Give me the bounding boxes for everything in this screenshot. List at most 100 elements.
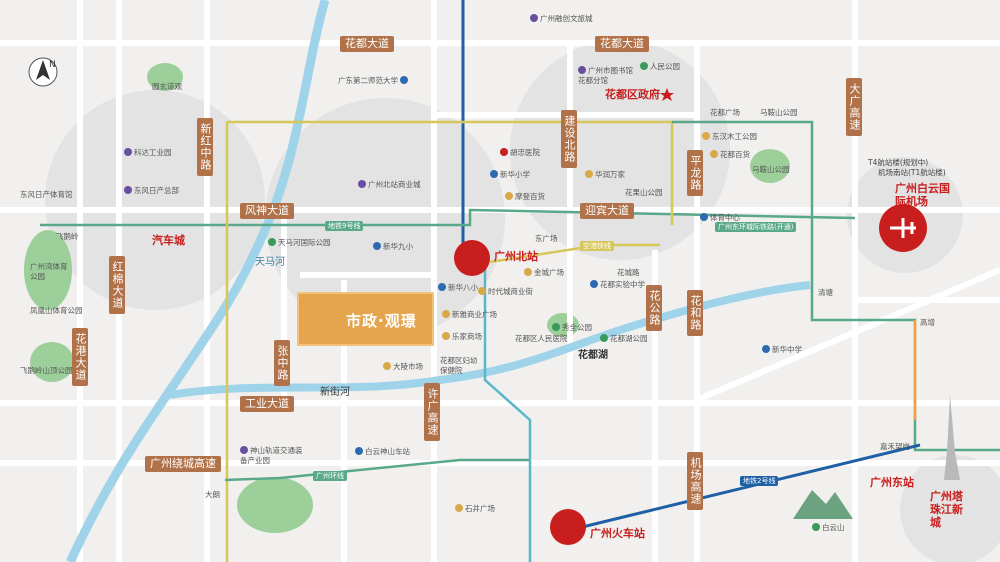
station-item[interactable]: 花城路: [617, 268, 640, 277]
station-item[interactable]: 飞鹅岭: [56, 232, 79, 241]
road-label-pinglong: 平龙路: [687, 150, 703, 196]
poi-item[interactable]: 广州融创文旅城: [530, 14, 593, 24]
poi-item[interactable]: 广州市图书馆花都分馆: [578, 66, 633, 85]
park-area: [30, 342, 74, 382]
poi-item[interactable]: 石井广场: [455, 504, 495, 514]
poi-item[interactable]: 飞鹅岭山顶公园: [20, 366, 73, 375]
poi-item[interactable]: 广州湾体育公园: [30, 262, 68, 281]
road-label-xuguang: 许广高速: [424, 383, 440, 441]
kongang-line-label: 空港快线: [580, 241, 614, 251]
poi-item[interactable]: 时代城商业街: [478, 287, 533, 297]
line2-label: 地铁2号线: [740, 476, 779, 486]
road-label-huahe: 花和路: [687, 290, 703, 336]
road-label-hongmian: 红棉大道: [109, 256, 125, 314]
poi-item[interactable]: 新华中学: [762, 345, 802, 355]
road-label-huagang: 花港大道: [72, 328, 88, 386]
compass-letter: N: [49, 60, 56, 70]
airport-line-label: 广州东环城际铁路(开通): [715, 222, 797, 232]
district-halo: [900, 455, 1000, 562]
poi-item[interactable]: 花都区妇幼保健院: [440, 356, 478, 375]
car-city-label: 汽车城: [152, 234, 185, 247]
gov-star-icon: [660, 88, 674, 101]
poi-item[interactable]: 新雅商业广场: [442, 310, 497, 320]
poi-item[interactable]: 花都百货: [710, 150, 750, 160]
poi-item[interactable]: 马鞍山公园: [752, 165, 790, 174]
road-label-huadu-ave-e: 花都大道: [595, 36, 649, 52]
airport-label: 广州白云国际机场: [895, 182, 950, 208]
station-item[interactable]: 大朗: [205, 490, 220, 499]
poi-item[interactable]: 新华八小: [438, 283, 478, 293]
poi-item[interactable]: 华润万家: [585, 170, 625, 180]
road-label-dagang: 大广高速: [846, 78, 862, 136]
huadu-lake-label: 花都湖: [578, 350, 608, 361]
poi-item[interactable]: 东风日产总部: [124, 186, 179, 196]
baiyun-mountain-icon: [793, 490, 853, 519]
road-label-yingbin: 迎宾大道: [580, 203, 634, 219]
train-station-marker: [550, 509, 586, 545]
road-label-xinhong: 新红中路: [197, 118, 213, 176]
poi-item[interactable]: 马鞍山公园: [760, 108, 798, 117]
terminal-note: T4航站楼(规划中): [868, 158, 929, 167]
poi-item[interactable]: 白云神山车站: [355, 447, 410, 457]
poi-item[interactable]: 东广场: [535, 234, 558, 243]
poi-item[interactable]: 科达工业园: [124, 148, 172, 158]
park-area: [147, 63, 183, 91]
road-label-huadu-ave-w: 花都大道: [340, 36, 394, 52]
poi-item[interactable]: 花都实验中学: [590, 280, 645, 290]
train-station-label: 广州火车站: [590, 527, 645, 540]
canton-tower-label: 广州塔珠江新城: [930, 490, 963, 529]
north-station-label: 广州北站: [494, 250, 538, 263]
poi-item[interactable]: 花都湖公园: [600, 334, 648, 344]
north-station-marker: [454, 240, 490, 276]
poi-item[interactable]: 花都广场: [710, 108, 740, 117]
park-area: [237, 477, 313, 533]
poi-item[interactable]: 秀全公园: [552, 323, 592, 333]
poi-item[interactable]: 广州北站商业城: [358, 180, 421, 190]
poi-item[interactable]: 大陵市场: [383, 362, 423, 372]
road-label-zhangmin: 张中路: [274, 340, 290, 386]
station-item[interactable]: 清塘: [818, 288, 833, 297]
poi-item[interactable]: 新华小学: [490, 170, 530, 180]
road-label-fengshen: 风神大道: [240, 203, 294, 219]
poi-item[interactable]: 圆玄道观: [152, 82, 182, 91]
poi-item[interactable]: 东汉木工公园: [702, 132, 757, 142]
xinjie-river: [169, 281, 811, 399]
tianma-river-label: 天马河: [255, 257, 285, 268]
park-area: [24, 230, 72, 310]
poi-item[interactable]: 白云山: [812, 523, 845, 533]
poi-item[interactable]: 新华九小: [373, 242, 413, 252]
park-area: [750, 149, 790, 183]
road-label-gongye: 工业大道: [240, 396, 294, 412]
project-marker[interactable]: 市政·观璟: [297, 292, 434, 346]
poi-item[interactable]: 乐家商场: [442, 332, 482, 342]
rail-lines: [40, 0, 1000, 562]
poi-item[interactable]: 花都区人民医院: [515, 334, 568, 343]
poi-item[interactable]: 东风日产体育馆: [20, 190, 73, 199]
poi-item[interactable]: 天马河国际公园: [268, 238, 331, 248]
circle-line-label: 广州环线: [313, 471, 347, 481]
poi-item[interactable]: 人民公园: [640, 62, 680, 72]
poi-item[interactable]: 神山轨道交通装备产业园: [240, 446, 303, 465]
gov-label: 花都区政府: [605, 88, 660, 101]
poi-item[interactable]: 凤凰山体育公园: [30, 306, 83, 315]
poi-item[interactable]: 胡忠医院: [500, 148, 540, 158]
tianma-river: [65, 0, 330, 562]
road-label-jiguang: 机场高速: [687, 452, 703, 510]
poi-item[interactable]: 广东第二师范大学: [338, 76, 410, 86]
terminal-note-2: 机场南站(T1航站楼): [878, 168, 946, 177]
road-label-huagong: 花公路: [646, 285, 662, 331]
project-name: 市政·观璟: [346, 312, 417, 330]
poi-item[interactable]: 花果山公园: [625, 188, 663, 197]
line9-label: 地铁9号线: [325, 221, 364, 231]
poi-item[interactable]: 摩登百货: [505, 192, 545, 202]
road-label-jianshe-n: 建设北路: [561, 110, 577, 168]
compass-arrow: [36, 60, 50, 80]
station-item[interactable]: 高增: [920, 318, 935, 327]
xinjie-river-label: 新街河: [320, 387, 350, 398]
poi-item[interactable]: 金城广场: [524, 268, 564, 278]
station-item[interactable]: 嘉禾望岗: [880, 442, 910, 451]
road-label-raocheng: 广州绕城高速: [145, 456, 221, 472]
plane-icon: [890, 218, 916, 238]
poi-item[interactable]: 体育中心: [700, 213, 740, 223]
